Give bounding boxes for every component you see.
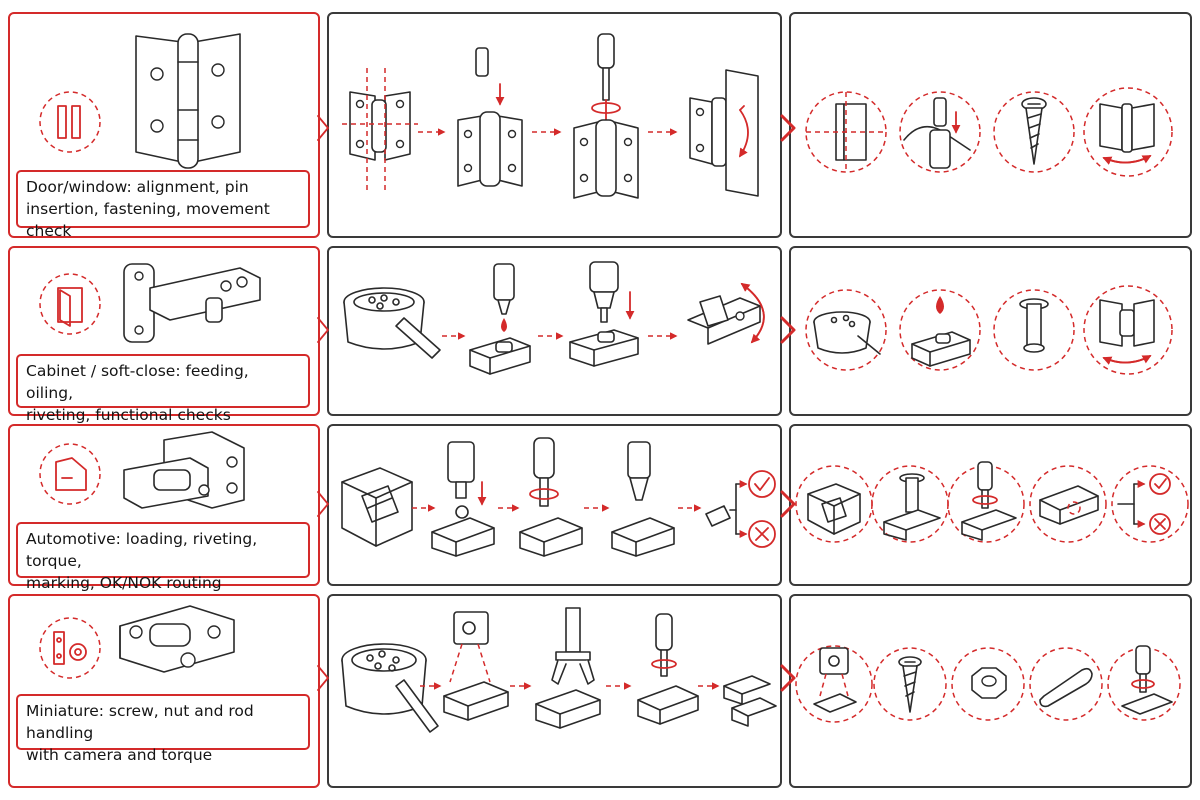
pin-detail-icon [899, 91, 981, 173]
caption-door-window: Door/window: alignment, pin insertion, f… [16, 170, 310, 240]
torque-step [637, 613, 699, 725]
torque-icon [1107, 645, 1181, 721]
riveting-step [569, 261, 639, 367]
pin-insertion-step [457, 47, 523, 187]
gripper-handling-step [535, 607, 601, 729]
row-automotive-detail-panel [789, 424, 1192, 586]
output-step [723, 675, 777, 727]
nut-icon [951, 647, 1025, 721]
oiling-step [469, 263, 531, 375]
swing-check-icon [1083, 285, 1173, 375]
loading-step [341, 467, 413, 547]
swing-check-icon [1083, 87, 1173, 177]
miniature-gear-icon [39, 617, 101, 679]
marking-step [611, 441, 675, 557]
caption-line: Cabinet / soft-close: feeding, oiling, [26, 362, 249, 402]
loading-tray-icon [795, 465, 873, 543]
oil-drop-icon [899, 289, 981, 371]
rod-icon [1029, 647, 1103, 721]
caption-line: Door/window: alignment, pin [26, 178, 249, 196]
panel-connector-chevrons [317, 114, 796, 692]
ok-nok-routing-step [705, 470, 776, 548]
concealed-hinge-product-icon [123, 263, 261, 343]
functional-check-step [687, 282, 765, 345]
hinge-alignment-step [342, 68, 418, 190]
cabinet-door-icon [39, 273, 101, 335]
marking-icon [1029, 465, 1107, 543]
alignment-detail-icon [805, 91, 887, 173]
screw-icon [993, 91, 1075, 173]
miniature-hinge-product-icon [119, 605, 235, 673]
caption-miniature: Miniature: screw, nut and rod handling w… [16, 694, 310, 764]
caption-cabinet-soft-close: Cabinet / soft-close: feeding, oiling, r… [16, 354, 310, 424]
caption-line: riveting, functional checks [26, 406, 231, 424]
door-window-icon [39, 91, 101, 153]
torque-icon [947, 461, 1025, 543]
torque-step [519, 437, 583, 557]
riveting-step [431, 441, 495, 557]
movement-check-step [689, 69, 759, 197]
caption-automotive: Automotive: loading, riveting, torque, m… [16, 522, 310, 592]
rivet-icon [993, 289, 1075, 371]
automotive-hinge-product-icon [123, 431, 245, 509]
caption-line: with camera and torque [26, 746, 213, 764]
camera-icon [795, 645, 873, 723]
flag-hinge-product-icon [135, 33, 241, 169]
screw-icon [873, 647, 947, 721]
caption-line: Miniature: screw, nut and rod handling [26, 702, 254, 742]
bowl-feeding-step [343, 287, 441, 359]
rivet-icon [871, 465, 949, 543]
ok-nok-icon [1111, 465, 1189, 543]
caption-line: marking, OK/NOK routing [26, 574, 222, 592]
bowl-feeder-icon [805, 289, 887, 371]
camera-inspection-step [443, 611, 509, 721]
screw-fastening-step [573, 33, 639, 199]
caption-line: Automotive: loading, riveting, torque, [26, 530, 258, 570]
bowl-feeding-step [341, 643, 439, 733]
caption-line: insertion, fastening, movement check [26, 200, 270, 240]
car-door-icon [39, 443, 101, 505]
